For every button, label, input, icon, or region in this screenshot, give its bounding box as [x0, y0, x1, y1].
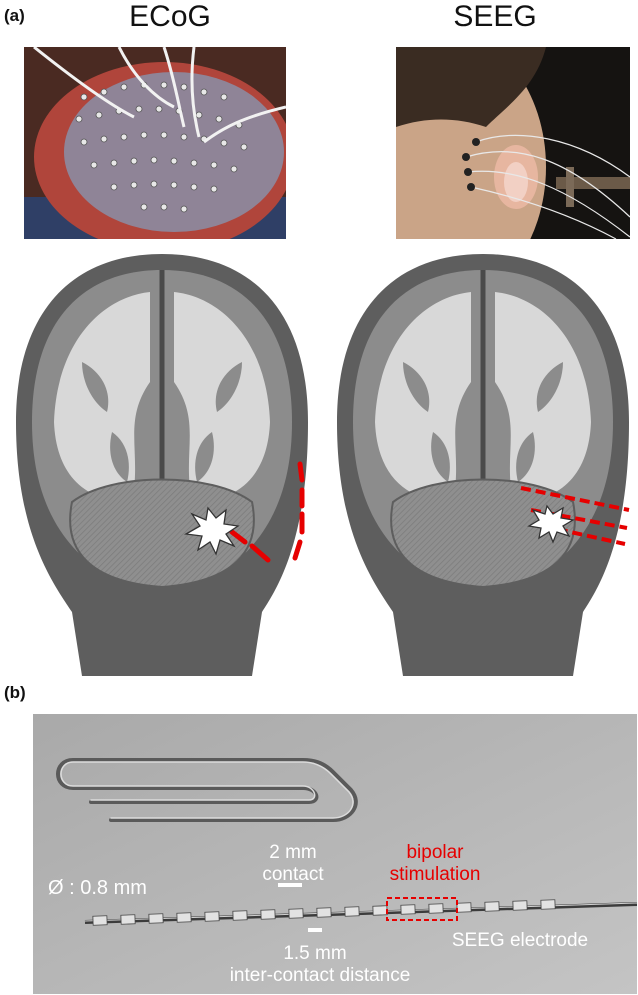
seeg-patient-photo	[396, 47, 630, 239]
diameter-label: Ø : 0.8 mm	[48, 878, 147, 899]
ecog-brain-diagram	[12, 252, 312, 676]
seeg-brain-diagram	[333, 252, 633, 676]
stim-label-line2: stimulation	[380, 864, 490, 885]
seeg-title: SEEG	[405, 0, 585, 34]
contact-size-label: 2 mm	[248, 842, 338, 863]
ecog-surgical-photo	[24, 47, 286, 239]
panel-a-label: (a)	[4, 6, 25, 26]
contact-word-label: contact	[248, 864, 338, 885]
stim-label-line1: bipolar	[380, 842, 490, 863]
spacing-word-label: inter-contact distance	[200, 965, 440, 986]
ecog-title: ECoG	[80, 0, 260, 34]
panel-b-label: (b)	[4, 683, 26, 703]
spacing-size-label: 1.5 mm	[270, 943, 360, 964]
seeg-electrode-label: SEEG electrode	[432, 930, 608, 951]
